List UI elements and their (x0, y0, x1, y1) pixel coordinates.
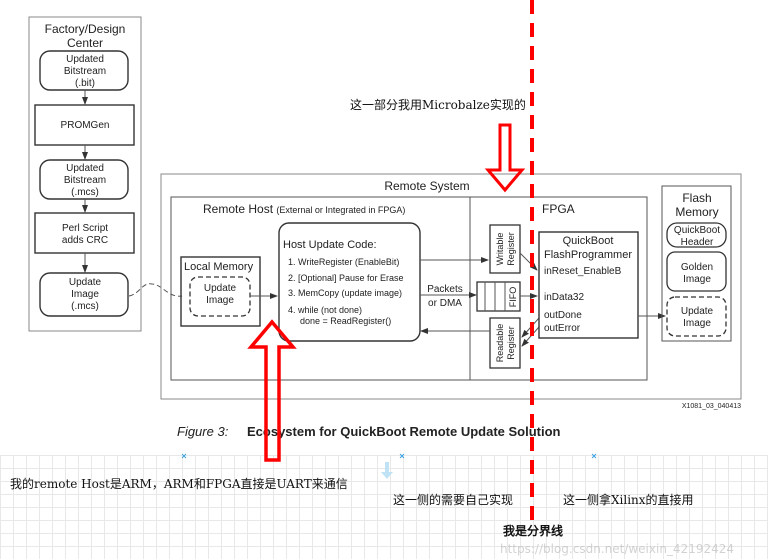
fpga-box (469, 196, 648, 381)
fpga-title: FPGA (542, 202, 575, 216)
label: adds CRC (62, 235, 108, 246)
up-arrow-icon (247, 319, 297, 462)
flash-memory-box (661, 185, 732, 342)
port: inData32 (544, 292, 584, 303)
label: Golden (681, 262, 713, 273)
bit-node (39, 50, 129, 91)
caption-label: Figure 3: (177, 424, 229, 439)
flash-header (666, 222, 727, 248)
label: QuickBoot (674, 225, 720, 236)
label: done = ReadRegister() (300, 316, 391, 326)
label: Local Memory (184, 261, 254, 273)
port: outDone (544, 310, 582, 321)
factory-title: Factory/Design (45, 22, 126, 36)
label: Packets (427, 284, 463, 295)
flash-update (666, 296, 727, 337)
label: QuickBoot (563, 235, 614, 247)
label: Writable (495, 233, 505, 266)
caption-text: Ecosystem for QuickBoot Remote Update So… (247, 424, 561, 439)
update-mcs-node (39, 272, 129, 317)
local-memory-box (180, 256, 261, 327)
label: FIFO (508, 287, 518, 308)
label: Update (204, 283, 237, 294)
label: FlashProgrammer (544, 249, 632, 261)
self-side-note: 这一侧的需要自己实现 (393, 493, 514, 507)
microblaze-note: 这一部分我用Microbalze实现的 (350, 98, 526, 112)
marker-icons (181, 453, 597, 459)
label: (.mcs) (71, 301, 99, 312)
writable-register (489, 224, 521, 274)
flash-programmer-box (538, 231, 639, 339)
label: Update (681, 306, 714, 317)
flash-golden (666, 251, 727, 292)
label: Bitstream (64, 175, 106, 186)
factory-box (28, 16, 142, 332)
label: or DMA (428, 298, 462, 309)
label: Bitstream (64, 66, 106, 77)
down-arrow-icon (484, 123, 526, 193)
label: Image (683, 274, 711, 285)
arm-note: 我的remote Host是ARM，ARM和FPGA直接是UART来通信 (10, 477, 348, 491)
label: PROMGen (61, 120, 110, 131)
label: (.mcs) (71, 187, 99, 198)
remote-system-box (160, 173, 742, 400)
xilinx-side-note: 这一侧拿Xilinx的直接用 (563, 493, 694, 507)
label: Register (506, 326, 516, 360)
label: Updated (66, 54, 104, 65)
label: 3. MemCopy (update image) (288, 288, 402, 298)
mcs-node (39, 159, 129, 200)
port: outError (544, 323, 581, 334)
light-arrow-icon (381, 462, 393, 479)
label: Update (69, 277, 102, 288)
divider-label: 我是分界线 (503, 524, 564, 538)
label: Readable (495, 324, 505, 363)
label: 2. [Optional] Pause for Erase (288, 273, 404, 283)
label: Register (506, 232, 516, 266)
label: 1. WriteRegister (EnableBit) (288, 257, 399, 267)
label: Header (681, 237, 714, 248)
figure-id: X1081_03_040413 (682, 403, 741, 410)
remote-system-title: Remote System (384, 179, 469, 193)
host-update-code-box (278, 222, 421, 342)
label: 4. while (not done) (288, 305, 362, 315)
label: (.bit) (75, 78, 95, 89)
label: Perl Script (62, 223, 108, 234)
label: Image (71, 289, 99, 300)
factory-title-2: Center (67, 36, 103, 50)
label: Image (206, 295, 234, 306)
remote-host-title: Remote Host (External or Integrated in F… (203, 202, 405, 216)
readable-register (489, 317, 521, 369)
port: inReset_EnableB (544, 266, 622, 277)
label: Flash (682, 191, 711, 205)
label: Updated (66, 163, 104, 174)
label: Memory (675, 205, 718, 219)
label: Host Update Code: (283, 239, 377, 251)
watermark: https://blog.csdn.net/weixin_42192424 (500, 542, 735, 556)
label: Image (683, 318, 711, 329)
